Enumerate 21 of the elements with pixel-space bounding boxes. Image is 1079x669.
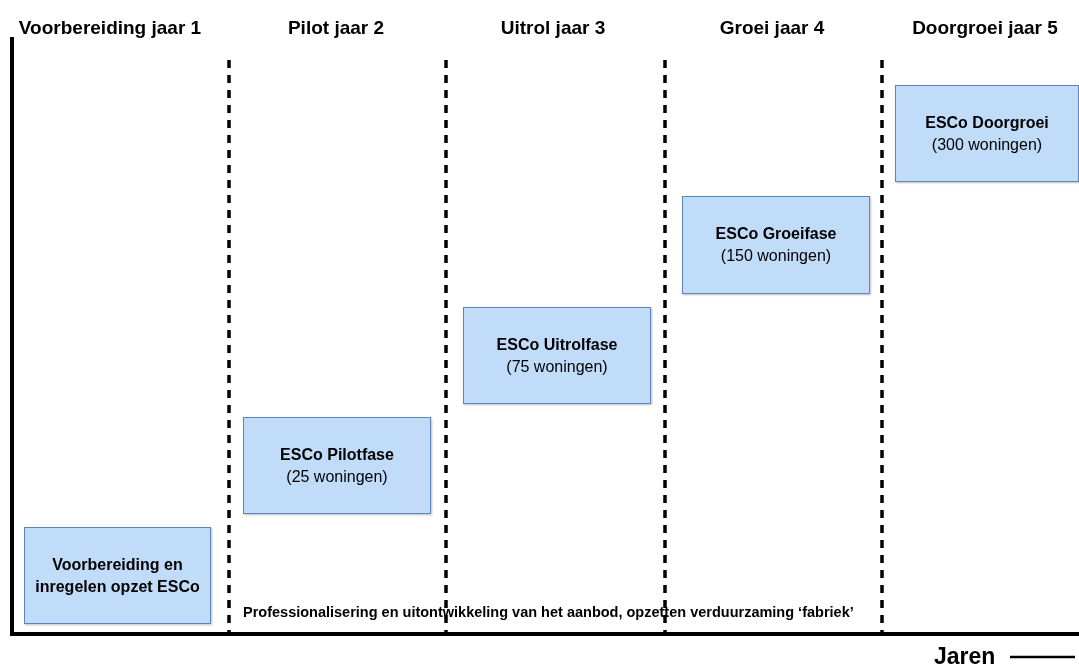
phase-detail: (300 woningen): [931, 134, 1043, 155]
phase-detail: (25 woningen): [286, 466, 388, 487]
phase-title: ESCo Doorgroei: [925, 112, 1049, 133]
phase-box: [895, 85, 1079, 182]
phase-detail: (150 woningen): [720, 246, 832, 266]
column-header: Pilot jaar 2: [286, 16, 386, 40]
phase-box: [243, 417, 431, 514]
column-header: Uitrol jaar 3: [499, 16, 607, 40]
phase-box: [24, 527, 211, 624]
phase-box: [463, 307, 651, 404]
phase-box: [682, 196, 870, 294]
phase-title: ESCo Groeifase: [715, 224, 837, 245]
phase-detail: (75 woningen): [506, 356, 608, 377]
column-header: Doorgroei jaar 5: [911, 16, 1059, 40]
note-text: Professionalisering en uitontwikkeling van het aanbod, opzetten verduurzaming ‘fabriek’: [243, 604, 854, 620]
axis-label: Jaren: [934, 643, 996, 669]
column-header: Groei jaar 4: [718, 16, 826, 40]
phase-title: ESCo Pilotfase: [280, 444, 394, 465]
phase-title: Voorbereiding en inregelen opzet ESCo: [34, 554, 201, 597]
phase-title: ESCo Uitrolfase: [496, 334, 618, 355]
column-header: Voorbereiding jaar 1: [17, 16, 203, 40]
